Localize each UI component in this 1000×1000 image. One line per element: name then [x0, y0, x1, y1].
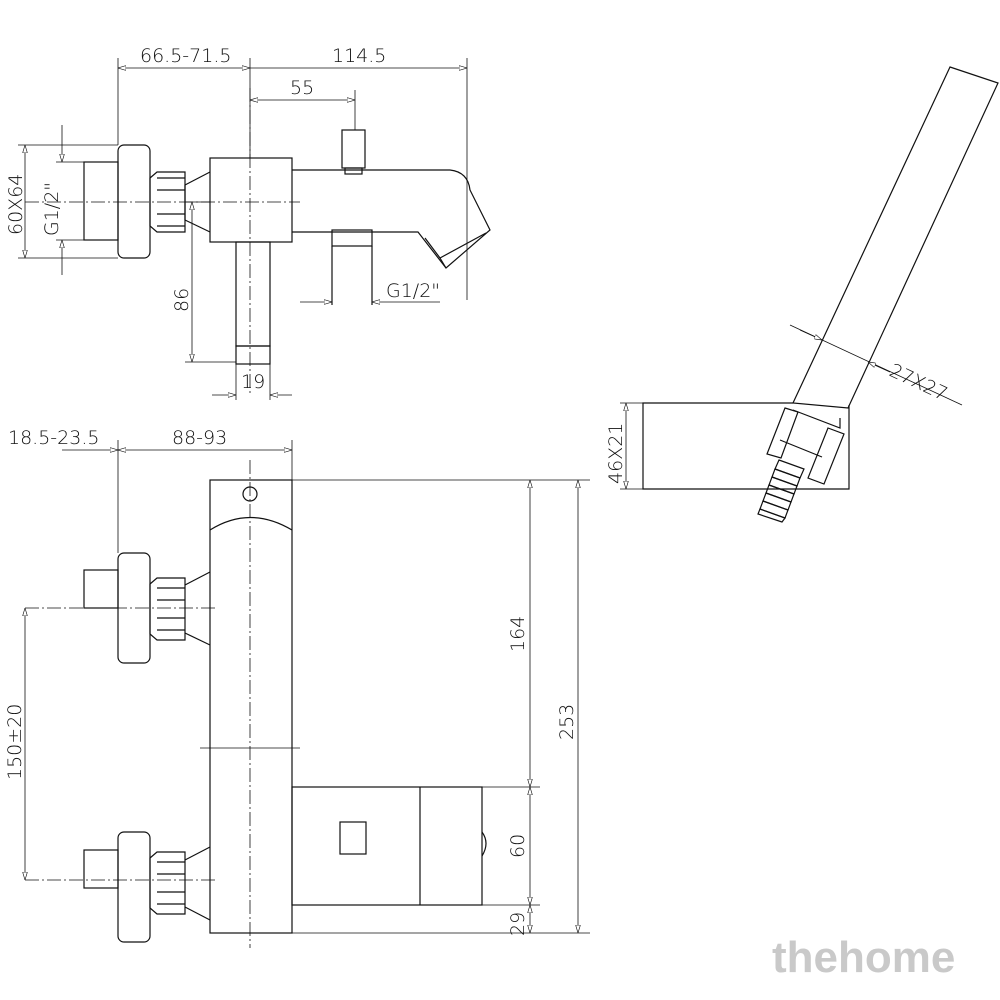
dim-handle-section: 27X27	[886, 360, 951, 406]
dim-outlet-thread: G1/2"	[386, 280, 440, 302]
side-knob	[481, 831, 487, 857]
dim-stem-width: 19	[241, 371, 265, 393]
upper-hex-nut	[149, 571, 211, 646]
dim-flange-size: 60X64	[5, 174, 27, 235]
hose-thread	[757, 459, 805, 523]
dim-holder-size: 46X21	[605, 423, 627, 484]
dim-spout-length: 114.5	[332, 45, 386, 67]
lower-flange	[117, 831, 151, 943]
dim-inlet-offset: 66.5-71.5	[140, 45, 231, 67]
hex-nut	[149, 171, 186, 233]
upper-pipe-stub	[83, 569, 119, 609]
dim-body-offset: 88-93	[172, 427, 227, 449]
dim-diverter-offset: 55	[290, 77, 314, 99]
thermostat-box	[291, 786, 483, 906]
wall-flange	[117, 144, 151, 259]
front-view: 18.5-23.5 88-93 164 60 29 253 150±20	[4, 427, 590, 948]
spout-tip	[424, 232, 487, 269]
spout	[292, 169, 491, 269]
stem	[235, 241, 271, 347]
stem-end	[235, 345, 271, 365]
wall-pipe-stub	[83, 161, 119, 241]
top-view: 66.5-71.5 114.5 55 60X64 G1/2" 86 G1/2" …	[5, 45, 491, 400]
hand-shower-view: 27X27 46X21	[605, 66, 999, 523]
dim-inlet-thread: G1/2"	[41, 182, 63, 236]
dim-upper-height: 164	[507, 616, 529, 652]
lower-hex-nut	[149, 846, 211, 921]
dim-box-bottom: 29	[507, 912, 529, 936]
dim-wall-offset: 18.5-23.5	[8, 427, 99, 449]
shower-holder	[642, 402, 850, 490]
dim-total-height: 253	[556, 704, 578, 740]
dim-inlet-spacing: 150±20	[4, 704, 26, 780]
handle-cone	[792, 409, 841, 429]
mixer-body	[209, 157, 293, 243]
dim-box-height: 60	[507, 834, 529, 858]
connector	[184, 171, 211, 233]
outlet-connector	[331, 229, 373, 247]
hose-nut	[766, 407, 845, 485]
watermark: thehome	[772, 933, 955, 982]
mixer-body-front	[209, 479, 293, 934]
diverter-knob	[341, 129, 366, 169]
diverter-base	[344, 167, 363, 175]
button-square	[339, 821, 367, 855]
lower-pipe-stub	[83, 849, 119, 889]
shower-handle	[792, 66, 999, 409]
dim-stem-height: 86	[171, 288, 193, 312]
